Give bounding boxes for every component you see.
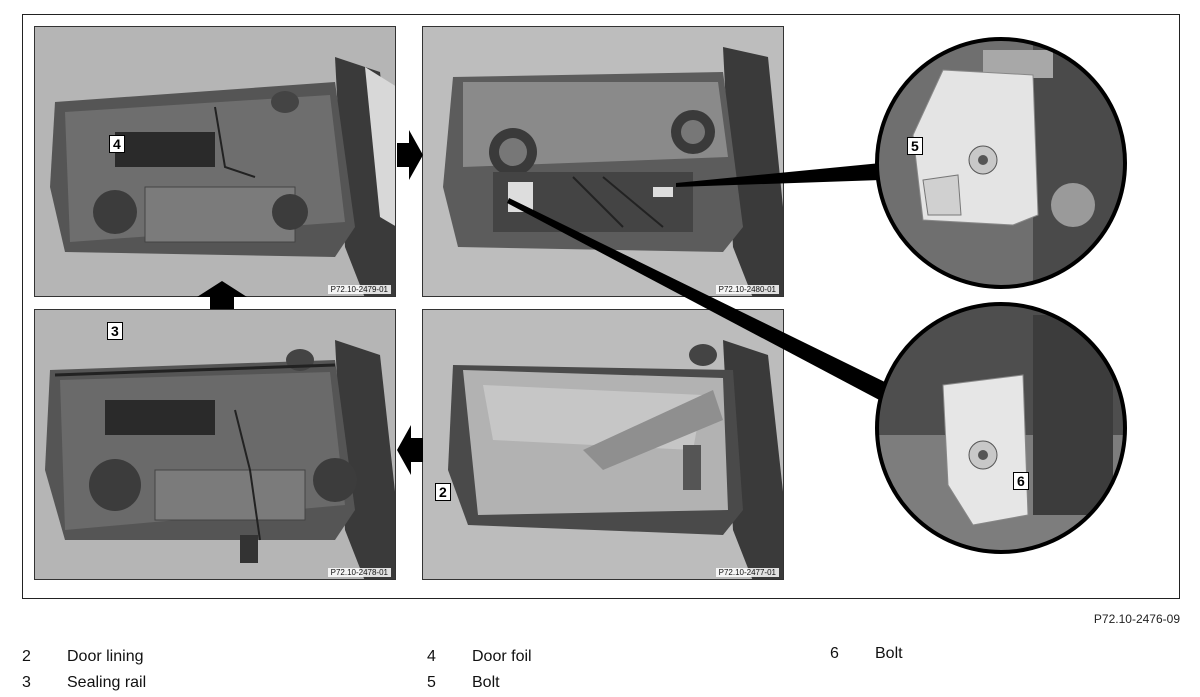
callout-3: 3 [107,322,123,340]
photo-sealing-rail: 3 P72.10-2478-01 [34,309,396,580]
photo-door-foil: 4 P72.10-2479-01 [34,26,396,297]
door-foil-illustration [35,27,395,296]
door-lining-illustration [423,310,783,579]
callout-2: 2 [435,483,451,501]
sealing-rail-illustration [35,310,395,579]
legend-number: 5 [427,674,436,691]
legend-number: 2 [22,648,31,665]
leader-wedge-bottom [507,198,893,403]
photo-code-bottom-left: P72.10-2478-01 [327,568,391,577]
detail-circle-bolt-5 [877,39,1125,287]
photo-code-top-left: P72.10-2479-01 [327,285,391,294]
arrow-right-icon [397,130,423,180]
legend-label: Bolt [875,645,903,662]
legend-label: Door foil [472,648,532,665]
photo-door-lining: 2 P72.10-2477-01 [422,309,784,580]
legend-number: 4 [427,648,436,665]
callout-5: 5 [907,137,923,155]
legend-number: 3 [22,674,31,691]
legend-label: Door lining [67,648,144,665]
figure-code: P72.10-2476-09 [1093,612,1180,626]
legend-label: Bolt [472,674,500,691]
figure-frame: 4 P72.10-2479-01 P72.10-2480-01 [22,14,1180,599]
arrow-left-icon [397,425,423,475]
callout-4: 4 [109,135,125,153]
legend-label: Sealing rail [67,674,147,691]
arrow-up-icon [197,281,247,309]
detail-views [507,37,1127,554]
photo-code-bottom-right: P72.10-2477-01 [715,568,779,577]
callout-6: 6 [1013,472,1029,490]
leader-wedge-top [676,163,881,187]
legend-number: 6 [830,645,839,662]
photo-code-top-right: P72.10-2480-01 [715,285,779,294]
